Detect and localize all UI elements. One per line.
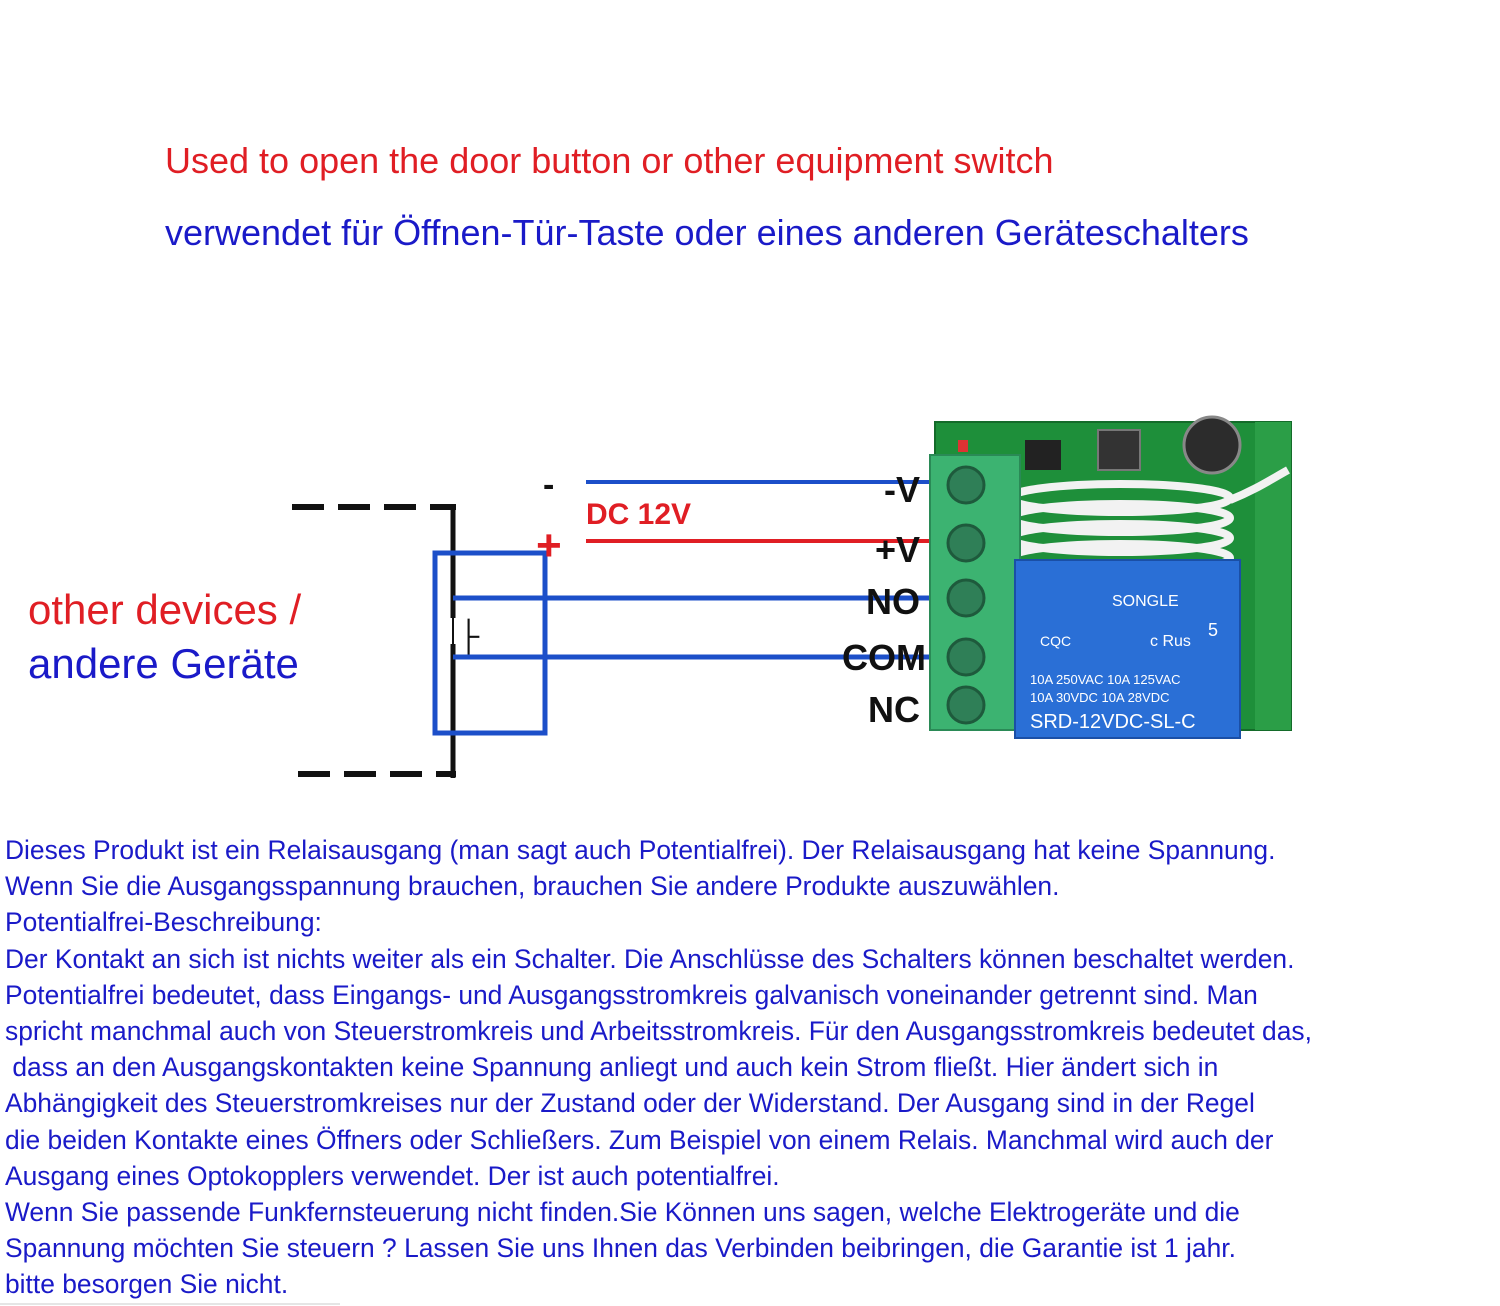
terminal-label-no: NO: [866, 581, 920, 622]
terminal-label-nc: NC: [868, 689, 920, 730]
screw-no: [946, 578, 986, 618]
screw-plus-v: [946, 523, 986, 563]
description-line: Der Kontakt an sich ist nichts weiter al…: [5, 943, 1295, 974]
wiring-diagram: ├ - + DC 12V: [292, 415, 1292, 778]
relay-rating-number: 5: [1208, 620, 1218, 640]
description-line: Wenn Sie passende Funkfernsteuerung nich…: [5, 1197, 1240, 1228]
power-supply: - + DC 12V: [536, 466, 966, 570]
description-line: Abhängigkeit des Steuerstromkreises nur …: [5, 1088, 1255, 1119]
relay-body: [1014, 559, 1241, 739]
description-line: Potentialfrei-Beschreibung:: [5, 907, 322, 938]
description-line: dass an den Ausgangskontakten keine Span…: [5, 1052, 1219, 1083]
relay-rating-dc: 10A 30VDC 10A 28VDC: [1030, 690, 1169, 705]
screw-nc: [946, 685, 986, 725]
relay-rating-ac: 10A 250VAC 10A 125VAC: [1030, 672, 1181, 687]
screw-com: [946, 637, 986, 677]
device-box: [432, 550, 548, 736]
terminal-label-plus-v: +V: [875, 529, 920, 570]
capacitor: [1182, 415, 1242, 475]
led: [958, 440, 968, 452]
description-line: Wenn Sie die Ausgangsspannung brauchen, …: [5, 871, 1060, 902]
terminal-label-com: COM: [842, 637, 926, 678]
description-line: bitte besorgen Sie nicht.: [5, 1269, 289, 1300]
relay-cert-left: CQC: [1040, 633, 1071, 649]
plus-sign: +: [536, 521, 562, 570]
relay-model: SRD-12VDC-SL-C: [1030, 711, 1196, 733]
description-line: die beiden Kontakte eines Öffners oder S…: [5, 1124, 1274, 1155]
push-button: [1097, 429, 1141, 471]
relay-module: SONGLE CQC c Rus 5 10A 250VAC 10A 125VAC…: [929, 415, 1292, 739]
minus-sign: -: [543, 466, 554, 504]
description-line: spricht manchmal auch von Steuerstromkre…: [5, 1016, 1312, 1047]
title-english: Used to open the door button or other eq…: [165, 140, 1054, 181]
device-label-english: other devices /: [28, 586, 302, 633]
relay-cert-right: c Rus: [1150, 633, 1191, 650]
relay-brand: SONGLE: [1112, 593, 1179, 610]
external-device-switch: ├: [292, 504, 548, 778]
terminal-label-minus-v: -V: [884, 469, 920, 510]
divider: [0, 1303, 340, 1305]
voltage-label: DC 12V: [586, 498, 691, 531]
terminal-screws: [946, 465, 986, 725]
terminal-labels: -V +V NO COM NC: [842, 469, 926, 730]
device-label-german: andere Geräte: [28, 640, 299, 687]
description-text: Dieses Produkt ist ein Relaisausgang (ma…: [5, 832, 1497, 1303]
description-line: Potentialfrei bedeutet, dass Eingangs- u…: [5, 979, 1258, 1010]
description-line: Spannung möchten Sie steuern ? Lassen Si…: [5, 1233, 1236, 1264]
switch-symbol: ├: [458, 618, 480, 656]
description-line: Dieses Produkt ist ein Relaisausgang (ma…: [5, 835, 1276, 865]
description-line: Ausgang eines Optokopplers verwendet. De…: [5, 1160, 780, 1191]
screw-minus-v: [946, 465, 986, 505]
chip: [1025, 440, 1061, 470]
title-german: verwendet für Öffnen-Tür-Taste oder eine…: [165, 212, 1249, 253]
